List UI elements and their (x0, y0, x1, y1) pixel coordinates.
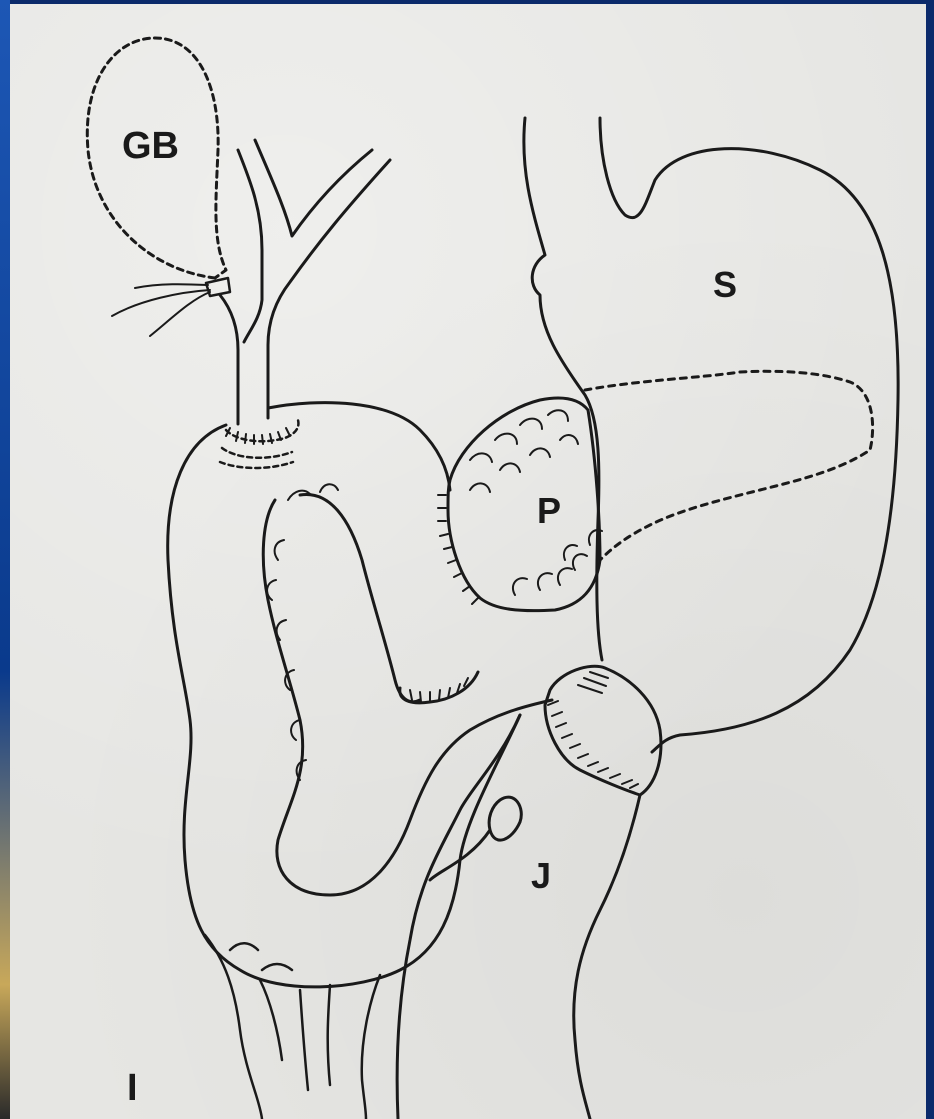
cystic-ties (112, 284, 210, 336)
anastomosis-choledocho (220, 420, 298, 468)
ileum-base (205, 935, 380, 1119)
stomach-outline (524, 118, 898, 752)
jejunum-distal (397, 715, 640, 1119)
label-gallbladder: GB (122, 125, 179, 167)
tip-ticks (410, 678, 468, 702)
pancreas-body-outline (585, 371, 873, 560)
jejunal-loop-inner (263, 494, 552, 895)
hepatic-duct-left-wall (220, 150, 262, 424)
label-ileum: I (127, 1067, 138, 1109)
pancreas-lobules (470, 410, 602, 595)
hepatic-duct-right-wall (255, 140, 390, 418)
label-stomach: S (713, 264, 737, 305)
label-pancreas: P (537, 490, 561, 531)
label-jejunum: J (531, 855, 551, 896)
gastro-ticks (548, 672, 638, 788)
jejunal-loop-outer (168, 403, 520, 987)
cystic-duct-stub (206, 278, 230, 296)
